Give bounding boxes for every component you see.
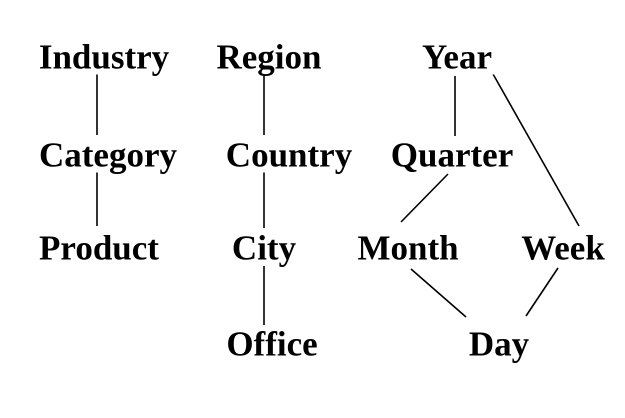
node-category: Category — [35, 137, 181, 173]
node-week: Week — [518, 230, 608, 266]
node-quarter: Quarter — [387, 137, 517, 173]
node-month: Month — [354, 230, 462, 266]
edge-week-day — [525, 267, 559, 317]
node-region: Region — [213, 39, 325, 75]
node-year: Year — [419, 39, 495, 75]
node-industry: Industry — [35, 39, 173, 75]
node-office: Office — [223, 326, 321, 362]
node-day: Day — [465, 326, 533, 362]
edge-year-week — [492, 73, 580, 227]
node-city: City — [228, 230, 300, 266]
edge-month-day — [410, 268, 467, 318]
node-product: Product — [36, 230, 162, 266]
node-country: Country — [222, 137, 356, 173]
edge-quarter-month — [400, 173, 449, 223]
